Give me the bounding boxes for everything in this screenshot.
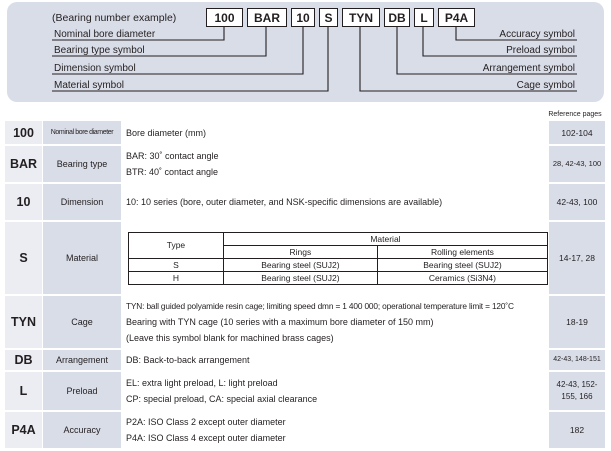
description-line: P2A: ISO Class 2 except outer diameter xyxy=(126,417,286,427)
material-col-rolling: Rolling elements xyxy=(376,244,549,259)
material-col-rings: Rings xyxy=(222,244,378,259)
row-description: BAR: 30˚ contact angle BTR: 40˚ contact … xyxy=(122,146,548,182)
reference-pages-header: Reference pages xyxy=(548,111,602,118)
row-name: Preload xyxy=(43,372,121,410)
material-rings: Bearing steel (SUJ2) xyxy=(222,257,378,272)
row-code: 10 xyxy=(5,184,42,220)
table-row-arrangement: DB Arrangement DB: Back-to-back arrangem… xyxy=(5,350,605,370)
row-description: Type Material Rings Rolling elements S B… xyxy=(122,222,549,294)
table-row-material: S Material Type Material Rings Rolling e… xyxy=(5,222,605,294)
table-row-bore: 100 Nominal bore diameter Bore diameter … xyxy=(5,121,605,144)
description-line: BTR: 40˚ contact angle xyxy=(126,167,219,177)
row-description: Bore diameter (mm) xyxy=(122,121,548,144)
description-line: 10: 10 series (bore, outer diameter, and… xyxy=(126,197,443,207)
row-reference: 182 xyxy=(549,412,605,448)
row-reference: 42-43, 100 xyxy=(549,184,605,220)
material-rings: Bearing steel (SUJ2) xyxy=(222,270,378,285)
row-code: S xyxy=(5,222,42,294)
row-code: 100 xyxy=(5,121,42,144)
row-name: Bearing type xyxy=(43,146,121,182)
row-code: L xyxy=(5,372,42,410)
code-box-cage: TYN xyxy=(342,8,380,27)
row-reference: 18-19 xyxy=(549,296,605,348)
row-name: Dimension xyxy=(43,184,121,220)
material-type: H xyxy=(128,270,224,285)
label-preload-symbol: Preload symbol xyxy=(506,45,575,56)
row-name: Material xyxy=(43,222,121,294)
code-box-type: BAR xyxy=(247,8,287,27)
code-box-arrangement: DB xyxy=(384,8,410,27)
row-reference: 102-104 xyxy=(549,121,605,144)
row-code: TYN xyxy=(5,296,42,348)
row-name: Cage xyxy=(43,296,121,348)
description-line: CP: special preload, CA: special axial c… xyxy=(126,394,318,404)
material-type: S xyxy=(128,257,224,272)
material-col-type: Type xyxy=(128,231,224,259)
material-row-h: H Bearing steel (SUJ2) Ceramics (Si3N4) xyxy=(128,270,549,285)
label-accuracy-symbol: Accuracy symbol xyxy=(499,29,575,40)
row-name: Nominal bore diameter xyxy=(43,121,121,144)
table-row-cage: TYN Cage TYN: ball guided polyamide resi… xyxy=(5,296,605,348)
description-line: DB: Back-to-back arrangement xyxy=(126,355,250,365)
code-box-material: S xyxy=(319,8,338,27)
label-dimension-symbol: Dimension symbol xyxy=(54,63,136,74)
row-description: P2A: ISO Class 2 except outer diameter P… xyxy=(122,412,548,448)
code-box-preload: L xyxy=(414,8,434,27)
description-line: Bore diameter (mm) xyxy=(126,127,207,138)
label-nominal-bore-diameter: Nominal bore diameter xyxy=(54,29,156,40)
row-description: EL: extra light preload, L: light preloa… xyxy=(122,372,548,410)
code-box-bore: 100 xyxy=(206,8,243,27)
table-row-type: BAR Bearing type BAR: 30˚ contact angle … xyxy=(5,146,605,182)
row-name: Arrangement xyxy=(43,350,121,370)
row-code: BAR xyxy=(5,146,42,182)
label-material-symbol: Material symbol xyxy=(54,80,125,91)
description-line: EL: extra light preload, L: light preloa… xyxy=(126,378,278,388)
row-description: 10: 10 series (bore, outer diameter, and… xyxy=(122,184,548,220)
material-rolling: Ceramics (Si3N4) xyxy=(376,270,549,285)
row-reference: 42-43, 152-155, 166 xyxy=(549,372,605,410)
row-code: DB xyxy=(5,350,42,370)
description-line: P4A: ISO Class 4 except outer diameter xyxy=(126,433,286,443)
table-row-preload: L Preload EL: extra light preload, L: li… xyxy=(5,372,605,410)
description-line: BAR: 30˚ contact angle xyxy=(126,151,219,161)
description-line: (Leave this symbol blank for machined br… xyxy=(126,333,334,343)
row-reference: 28, 42-43, 100 xyxy=(549,146,605,182)
label-arrangement-symbol: Arrangement symbol xyxy=(482,63,575,74)
row-description: DB: Back-to-back arrangement xyxy=(122,350,548,370)
code-box-accuracy: P4A xyxy=(438,8,475,27)
label-bearing-type-symbol: Bearing type symbol xyxy=(54,45,145,56)
table-row-accuracy: P4A Accuracy P2A: ISO Class 2 except out… xyxy=(5,412,605,448)
row-name: Accuracy xyxy=(43,412,121,448)
label-cage-symbol: Cage symbol xyxy=(516,80,575,91)
row-code: P4A xyxy=(5,412,42,448)
table-row-dimension: 10 Dimension 10: 10 series (bore, outer … xyxy=(5,184,605,220)
material-col-material: Material xyxy=(222,231,549,246)
row-reference: 14-17, 28 xyxy=(549,222,605,294)
description-line: Bearing with TYN cage (10 series with a … xyxy=(126,317,434,327)
material-table: Type Material Rings Rolling elements S B… xyxy=(128,231,549,285)
material-rolling: Bearing steel (SUJ2) xyxy=(376,257,549,272)
row-description: TYN: ball guided polyamide resin cage; l… xyxy=(122,296,548,348)
material-row-s: S Bearing steel (SUJ2) Bearing steel (SU… xyxy=(128,257,549,272)
code-box-dimension: 10 xyxy=(291,8,315,27)
example-title: (Bearing number example) xyxy=(52,12,177,24)
description-line: TYN: ball guided polyamide resin cage; l… xyxy=(126,301,514,311)
row-reference: 42-43, 148-151 xyxy=(549,350,605,370)
